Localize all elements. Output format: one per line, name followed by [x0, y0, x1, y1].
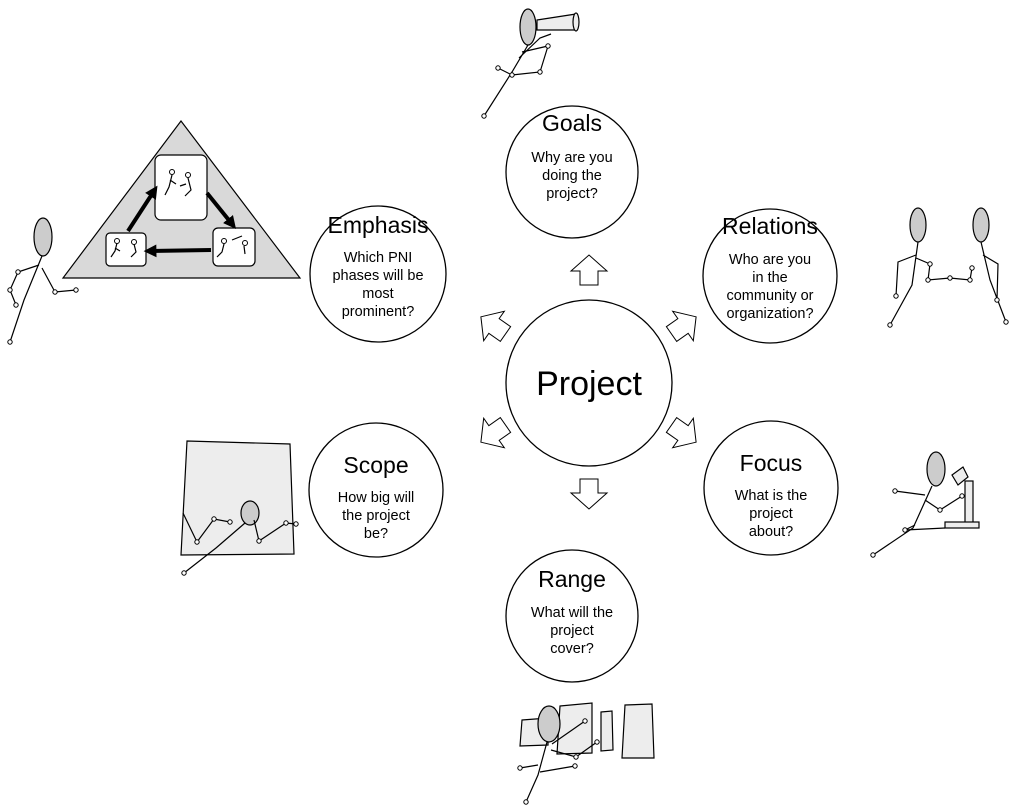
- node-goals: Goals Why are you doing the project?: [505, 105, 639, 239]
- node-question-line: project: [749, 506, 793, 522]
- node-question-line: prominent?: [342, 304, 415, 320]
- arrow-to-range: [569, 478, 609, 510]
- cycle-triangle-icon: [7, 120, 302, 345]
- node-question-line: project?: [546, 186, 598, 202]
- node-question-line: What will the: [531, 605, 613, 621]
- node-question-line: the project: [342, 508, 410, 524]
- center-node: Project: [505, 299, 673, 467]
- node-question-line: cover?: [550, 641, 594, 657]
- two-people-icon: [887, 207, 1009, 328]
- microscope-figure-icon: [870, 451, 980, 558]
- node-question-line: Why are you: [531, 150, 612, 166]
- node-question-line: How big will: [338, 490, 415, 506]
- node-relations: Relations Who are you in the community o…: [702, 208, 838, 344]
- node-title: Range: [538, 566, 606, 592]
- node-question-line: Who are you: [729, 252, 811, 268]
- center-title: Project: [536, 365, 642, 403]
- node-question-line: project: [550, 623, 594, 639]
- node-title: Scope: [343, 452, 408, 478]
- panels-figure-icon: [517, 702, 655, 805]
- node-question-line: organization?: [726, 306, 813, 322]
- node-question-line: What is the: [735, 488, 808, 504]
- arrow-to-scope: [480, 416, 512, 449]
- arrow-to-focus: [665, 416, 697, 449]
- node-question-line: most: [362, 286, 393, 302]
- box-figure-icon: [180, 440, 299, 576]
- node-title: Relations: [722, 213, 818, 239]
- node-focus: Focus What is the project about?: [703, 420, 839, 556]
- node-question-line: doing the: [542, 168, 602, 184]
- node-question-line: about?: [749, 524, 793, 540]
- node-title: Focus: [740, 450, 803, 476]
- arrow-to-relations: [665, 310, 697, 343]
- node-question-line: community or: [726, 288, 813, 304]
- arrow-to-goals: [569, 254, 609, 286]
- node-range: Range What will the project cover?: [505, 549, 639, 683]
- node-question-line: be?: [364, 526, 388, 542]
- node-question-line: Which PNI: [344, 250, 413, 266]
- arrow-to-emphasis: [480, 310, 512, 343]
- node-question-line: phases will be: [332, 268, 423, 284]
- node-question-line: in the: [752, 270, 787, 286]
- node-emphasis: Emphasis Which PNI phases will be most p…: [309, 205, 447, 343]
- node-title: Goals: [542, 110, 602, 136]
- telescope-figure-icon: [481, 8, 580, 119]
- node-title: Emphasis: [328, 212, 429, 238]
- node-scope: Scope How big will the project be?: [308, 422, 444, 558]
